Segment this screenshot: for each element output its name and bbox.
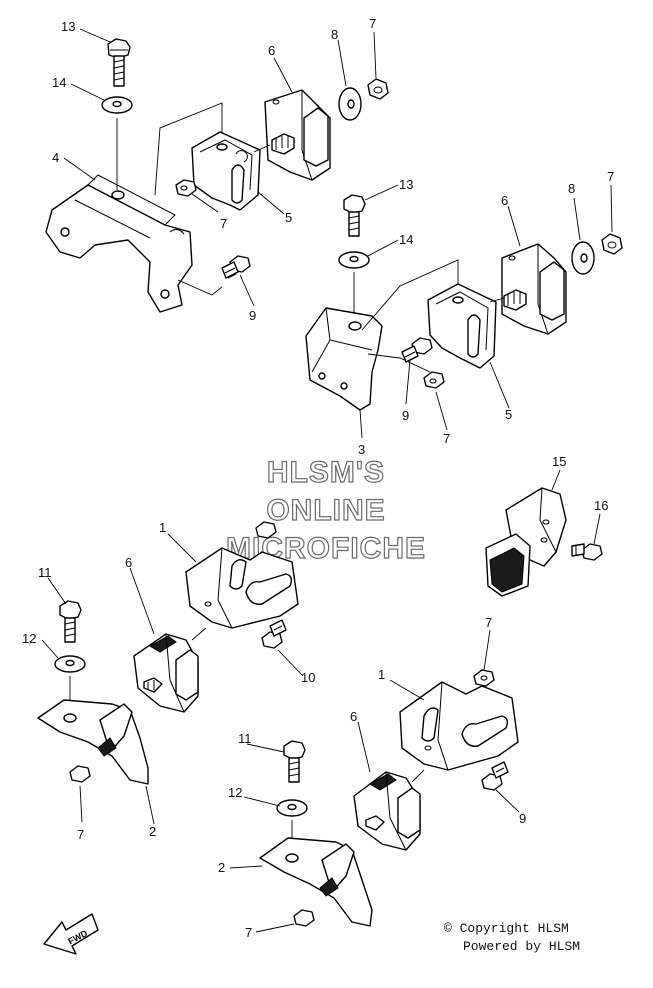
callout-7: 7 [443,431,450,446]
bolt-10 [261,619,287,649]
callout-4: 4 [52,150,59,165]
washer-14-right [338,251,370,269]
callout-14: 14 [399,232,413,247]
fwd-arrow-icon: FWD [43,913,99,955]
callout-9: 9 [249,308,256,323]
callout-5: 5 [285,210,292,225]
callout-11: 11 [238,731,252,746]
mount-6-bottom [353,771,421,851]
nut-7-c [255,521,277,539]
mount-6-right [501,243,567,335]
leader-lines [41,28,613,933]
callout-7: 7 [245,925,252,940]
callout-8: 8 [331,27,338,42]
bracket-1-right [399,681,519,771]
callout-6: 6 [125,555,132,570]
nut-7-e [473,669,495,687]
bolt-9-b [401,337,433,363]
callout-5: 5 [505,407,512,422]
callout-13: 13 [61,19,75,34]
callout-12: 12 [228,785,242,800]
callout-14: 14 [52,75,66,90]
washer-12-left [54,655,86,673]
bolt-11-left [59,600,82,643]
callout-9: 9 [519,811,526,826]
callout-13: 13 [399,177,413,192]
callout-6: 6 [268,43,275,58]
bolt-9-c [481,761,509,791]
callout-15: 15 [552,454,566,469]
watermark: HLSM'S ONLINE MICROFICHE [225,455,425,565]
callout-2: 2 [149,824,156,839]
mount-6-top [264,89,331,181]
watermark-line-2: ONLINE [266,494,385,527]
bracket-2-left [37,699,149,785]
bolt-16 [571,543,603,561]
mount-15 [485,487,567,597]
nut-7-top [367,78,389,100]
callout-6: 6 [350,709,357,724]
callout-11: 11 [38,565,52,580]
callout-1: 1 [159,520,166,535]
bracket-5-right [427,283,497,369]
watermark-line-1: HLSM'S [267,456,385,489]
callout-7: 7 [485,615,492,630]
nut-7-f [293,909,315,927]
callout-6: 6 [501,193,508,208]
copyright-block: © Copyright HLSM Powered by HLSM [444,921,580,954]
nut-7-d [69,765,91,783]
bolt-11-right [283,740,306,783]
callout-16: 16 [594,498,608,513]
callout-3: 3 [358,442,365,457]
callout-7: 7 [369,16,376,31]
washer-12-right [276,799,308,817]
washer-8-right [571,241,595,275]
bracket-1-left [185,547,299,629]
bolt-13-top [107,38,131,87]
nut-7-b [423,371,445,389]
mount-6-left [133,633,199,713]
callout-12: 12 [22,631,36,646]
callout-2: 2 [218,860,225,875]
powered-by-text: Powered by HLSM [463,939,580,954]
bracket-5-top [191,131,261,211]
callout-10: 10 [301,670,315,685]
callout-8: 8 [568,181,575,196]
bracket-4 [45,174,193,313]
bracket-3 [305,307,383,411]
nut-7-a [175,179,197,197]
callout-7: 7 [607,169,614,184]
callout-7: 7 [220,216,227,231]
callout-9: 9 [402,408,409,423]
washer-14-top [101,96,133,114]
callout-7: 7 [77,827,84,842]
bolt-13-right [343,194,366,237]
copyright-text: © Copyright HLSM [444,921,569,936]
callout-1: 1 [378,667,385,682]
nut-7-right [601,233,623,255]
bracket-2-right [259,837,373,927]
washer-8-top [338,87,362,121]
callout-labels: 13 14 4 6 8 7 7 5 9 13 14 6 8 7 3 9 7 5 … [22,16,614,940]
bolt-9-a [221,255,251,279]
